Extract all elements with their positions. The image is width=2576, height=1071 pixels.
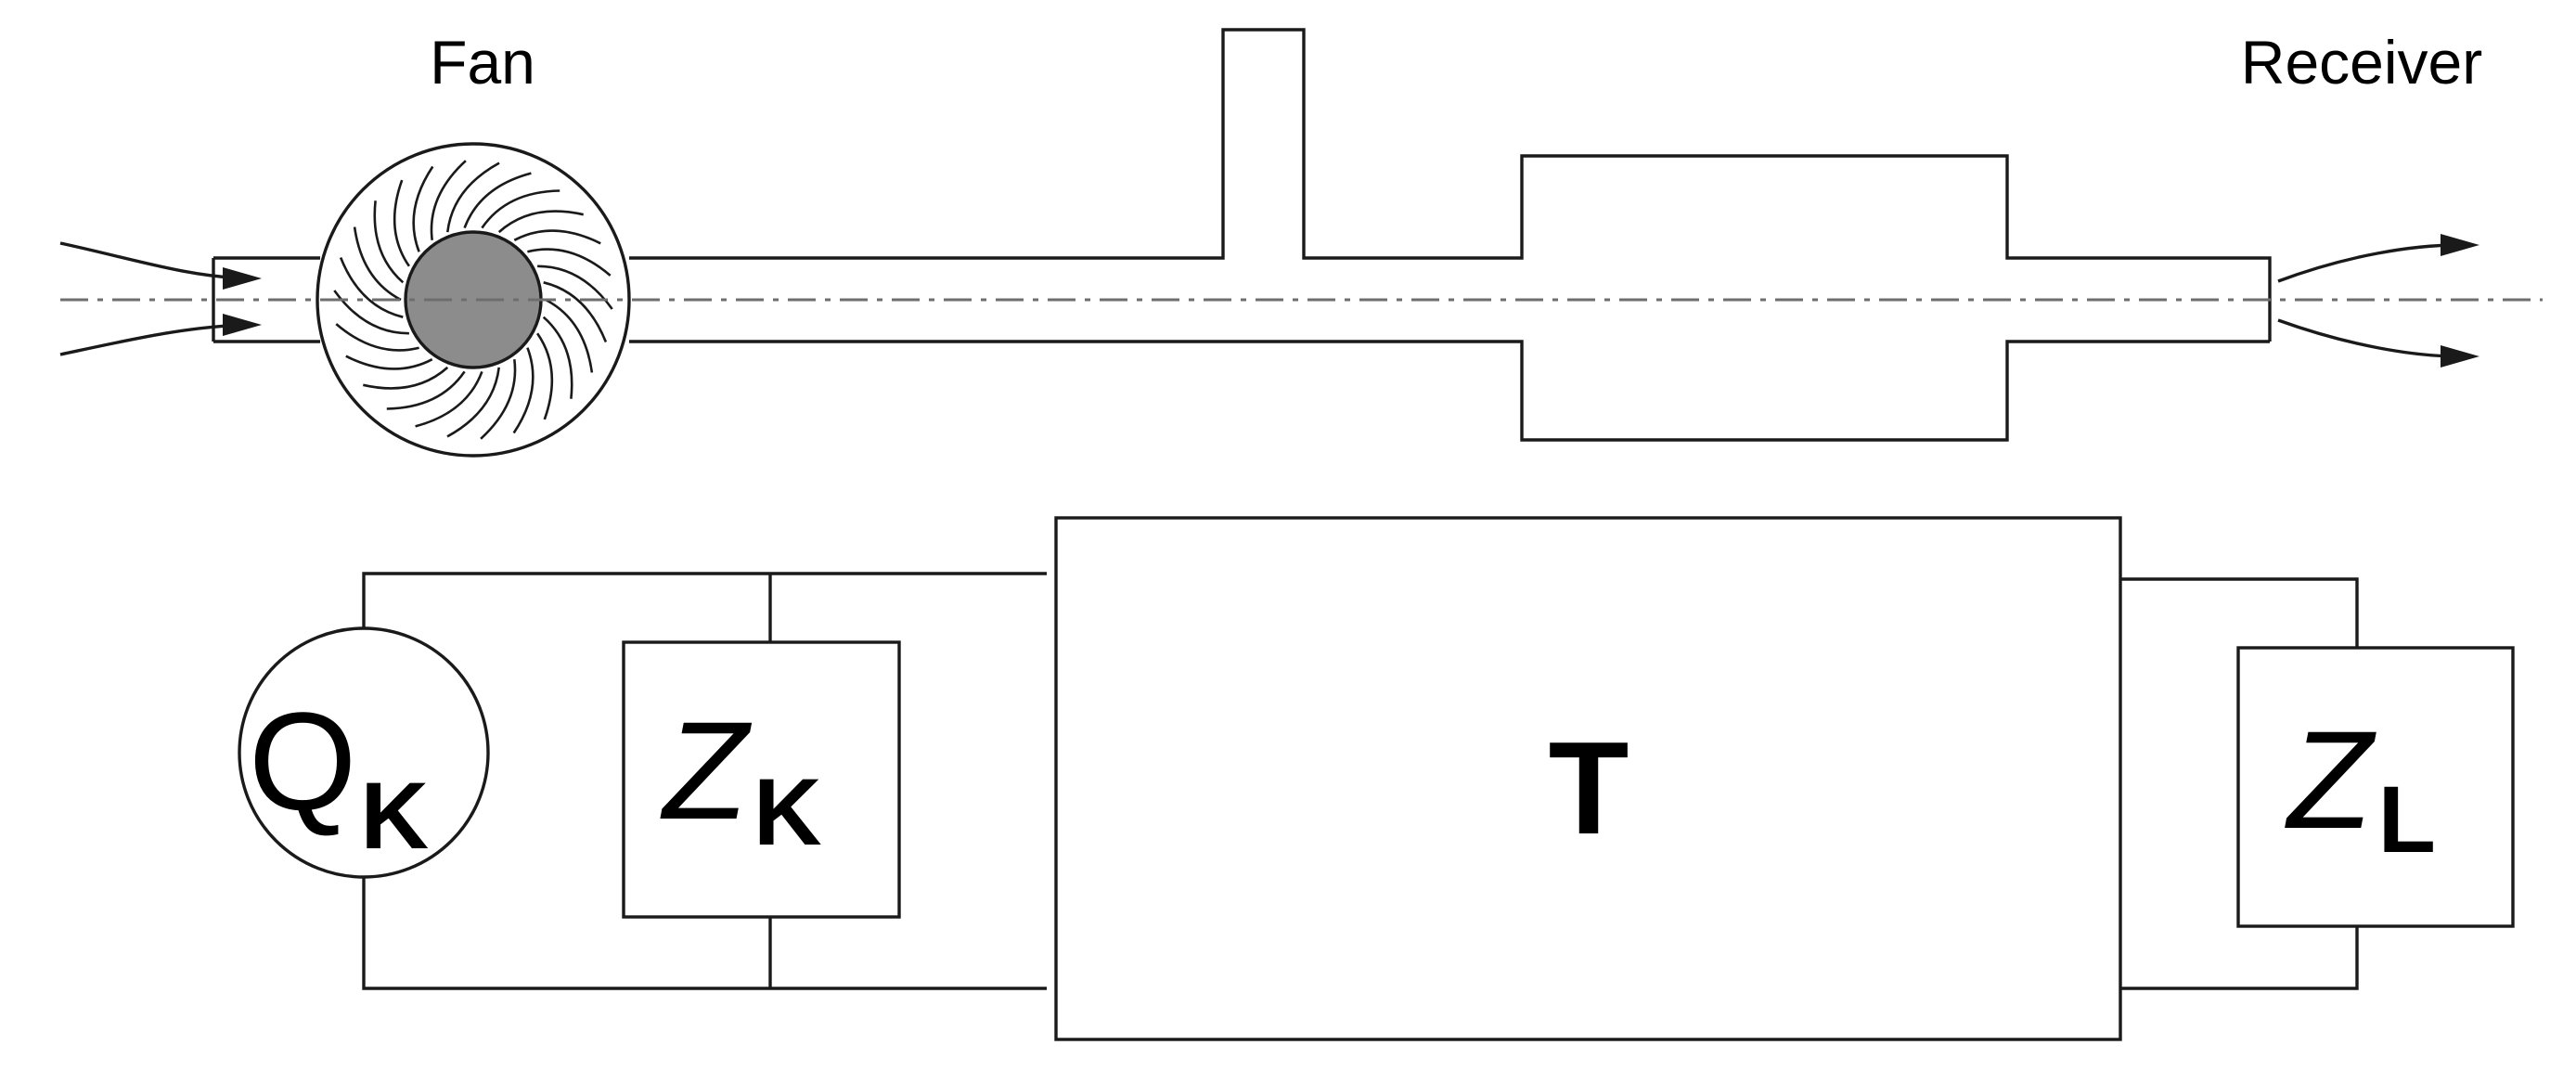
source-symbol: Q	[249, 683, 357, 839]
fan-blade	[512, 347, 535, 434]
input-wires	[362, 572, 1047, 990]
load-impedance-zl: ZL	[2236, 646, 2515, 928]
fan-blade	[353, 226, 402, 302]
source-impedance-zk: ZK	[622, 640, 901, 919]
fan-blade	[545, 298, 594, 373]
source-qk: QK	[238, 626, 490, 879]
fan-blade	[463, 172, 532, 229]
source-impedance-symbol: Z	[660, 692, 752, 848]
fan-blade	[513, 229, 601, 245]
fan-blade	[339, 257, 404, 318]
source-impedance-subscript: K	[753, 759, 822, 865]
duct-system: Fan Receiver	[59, 28, 2543, 458]
fan-blade	[543, 281, 608, 342]
fan-blade	[345, 355, 433, 370]
expansion-chamber	[1522, 156, 2007, 440]
outflow-arrows	[2277, 234, 2479, 368]
output-wires	[2119, 577, 2359, 990]
load-impedance-symbol: Z	[2285, 702, 2376, 858]
fan-label: Fan	[430, 28, 535, 97]
fan-blade	[363, 366, 449, 390]
fan-blade	[412, 165, 434, 252]
svg-text:QK: QK	[249, 683, 429, 869]
duct-upper-wall	[629, 28, 2272, 342]
fan-blade	[373, 200, 405, 284]
fan-blade	[481, 189, 560, 229]
fan-blade	[415, 370, 483, 428]
source-subscript: K	[361, 763, 430, 869]
fan-blade	[430, 160, 467, 240]
svg-text:ZK: ZK	[660, 692, 821, 865]
fan-blade	[446, 161, 500, 233]
svg-text:ZL: ZL	[2285, 702, 2436, 872]
transfer-symbol: T	[1549, 715, 1629, 862]
load-impedance-subscript: L	[2378, 767, 2436, 872]
duct-lower-wall	[629, 340, 2270, 442]
equivalent-circuit: QK ZK T ZL	[238, 516, 2515, 1041]
transfer-matrix-t: T	[1054, 516, 2122, 1041]
fan-blade	[536, 332, 554, 420]
fan-blade	[497, 210, 584, 234]
inflow-arrows	[59, 241, 262, 356]
side-branch-tube	[1223, 30, 1304, 258]
fan-blade	[480, 359, 517, 440]
fan-icon	[316, 142, 631, 458]
fan-blade	[393, 179, 410, 267]
fan-blade	[527, 248, 612, 277]
receiver-label: Receiver	[2241, 28, 2482, 97]
fan-blade	[335, 323, 419, 352]
fan-blade	[386, 370, 466, 410]
fan-blade	[446, 367, 500, 438]
fan-blade	[542, 316, 573, 399]
